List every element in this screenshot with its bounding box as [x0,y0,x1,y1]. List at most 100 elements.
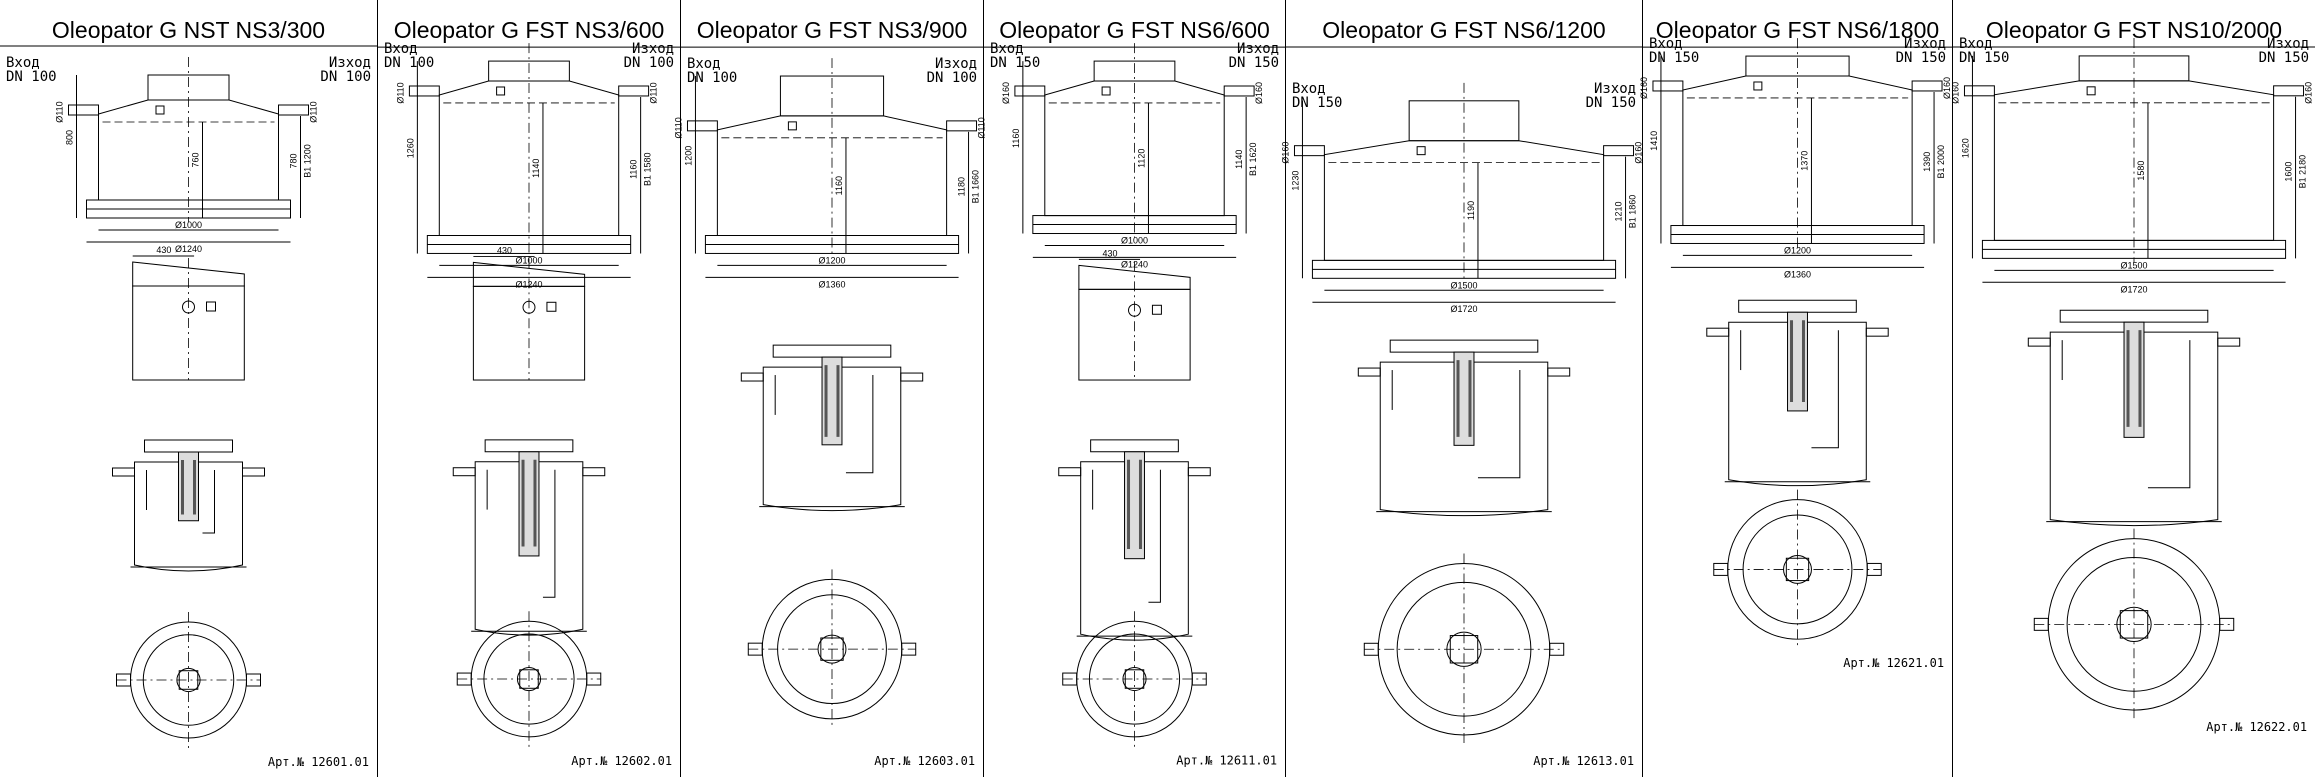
inner-height: 760 [191,152,201,167]
plan-inlet [1062,672,1078,686]
b1-depth: B1 1620 [1248,143,1258,176]
inner-diameter: Ø1500 [2121,260,2148,270]
cover-icon [1753,81,1763,91]
plan-inlet [1363,642,1379,656]
b1-depth: B1 1660 [971,170,981,203]
section-outlet [1865,327,1889,337]
section-outlet [582,467,606,477]
total-height: 1260 [405,138,415,158]
section-outlet [2217,337,2241,347]
baffle [1811,330,1839,449]
inlet-dn: DN 150 [990,55,1040,71]
plan-outlet [901,642,917,656]
plan-outlet [2219,617,2235,631]
b1-depth: B1 1200 [303,144,313,178]
section-inlet [1706,327,1730,337]
outer-diameter: Ø1360 [1784,269,1811,279]
inlet-diameter: Ø160 [1639,77,1649,99]
baffle [1148,469,1161,603]
outlet-diameter: Ø160 [2304,82,2314,104]
outlet-diameter: Ø160 [1634,142,1644,164]
outlet-height: 1140 [1234,150,1244,169]
inlet-diameter: Ø160 [1280,142,1290,164]
section-body [134,461,243,572]
inner-diameter: Ø1000 [1121,235,1148,245]
outlet-dn: DN 150 [1896,50,1946,66]
outlet-height: 1160 [629,160,639,179]
total-height: 1620 [1960,138,1970,158]
section-inlet [1058,467,1082,477]
inlet-pipe [68,104,99,116]
inlet-dn: DN 100 [384,55,434,71]
b1-depth: B1 2000 [1936,145,1946,178]
inner-height: 1140 [531,159,541,178]
outlet-pipe [1603,145,1635,157]
article-number: Арт.№ 12613.01 [1533,754,1634,768]
plan-inlet [747,642,763,656]
section-lid [1090,439,1179,453]
outlet-dn: DN 100 [320,69,371,85]
inlet-pipe [1293,145,1325,157]
product-title: Oleopator G NST NS3/300 [51,17,326,43]
b1-depth: B1 1860 [1628,195,1638,228]
section-lid [1738,299,1857,313]
total-height: 800 [65,130,75,145]
inlet-label: Вход [1649,36,1683,52]
b1-depth: B1 1580 [643,153,653,186]
plan-outlet [1191,672,1207,686]
plan-outlet [586,672,602,686]
cover-icon [2086,86,2096,96]
marker-icon [546,301,557,312]
inlet-label: Вход [687,56,721,72]
cover-icon [1416,146,1426,156]
section-inlet [452,467,476,477]
baffle [845,375,874,474]
total-height: 1200 [683,146,693,166]
outlet-diameter: Ø160 [1942,77,1952,99]
plan-inlet [2033,617,2049,631]
inner-height: 1370 [1799,151,1809,171]
outer-diameter: Ø1720 [1451,304,1478,314]
article-number: Арт.№ 12611.01 [1176,754,1277,768]
outlet-label: Изход [1594,81,1636,97]
inlet-label: Вход [384,41,418,57]
section-lid [144,439,233,453]
section-body [474,461,584,636]
baffle [202,470,215,534]
section-lid [772,344,892,358]
section-outlet [1187,467,1211,477]
section-lid [484,439,574,453]
outer-diameter: Ø1240 [175,244,202,254]
outlet-pipe [2273,85,2305,97]
baffle [1477,370,1521,479]
inlet-diameter: Ø110 [673,117,683,138]
inlet-diameter: Ø160 [1001,82,1011,104]
inner-height: 1580 [2136,161,2146,181]
total-height: 1410 [1649,131,1659,151]
baffle [2147,340,2191,489]
marker-icon [206,301,216,312]
cover-icon [1101,86,1111,96]
inlet-pipe [408,85,440,97]
inlet-diameter: Ø160 [1950,82,1960,104]
plan-outlet [246,673,261,687]
cover-icon [787,121,797,131]
inlet-dn: DN 100 [687,70,737,86]
inner-diameter: Ø1000 [175,220,202,230]
b1-depth: B1 2180 [2298,155,2308,188]
inlet-label: Вход [1959,36,1993,52]
article-number: Арт.№ 12602.01 [571,754,672,768]
outlet-height: 1600 [2284,162,2294,182]
outlet-diameter: Ø110 [976,117,986,138]
outlet-label: Изход [632,41,674,57]
outer-diameter: Ø1360 [819,279,846,289]
outlet-dn: DN 100 [927,70,977,86]
inner-diameter: Ø1500 [1451,280,1478,290]
